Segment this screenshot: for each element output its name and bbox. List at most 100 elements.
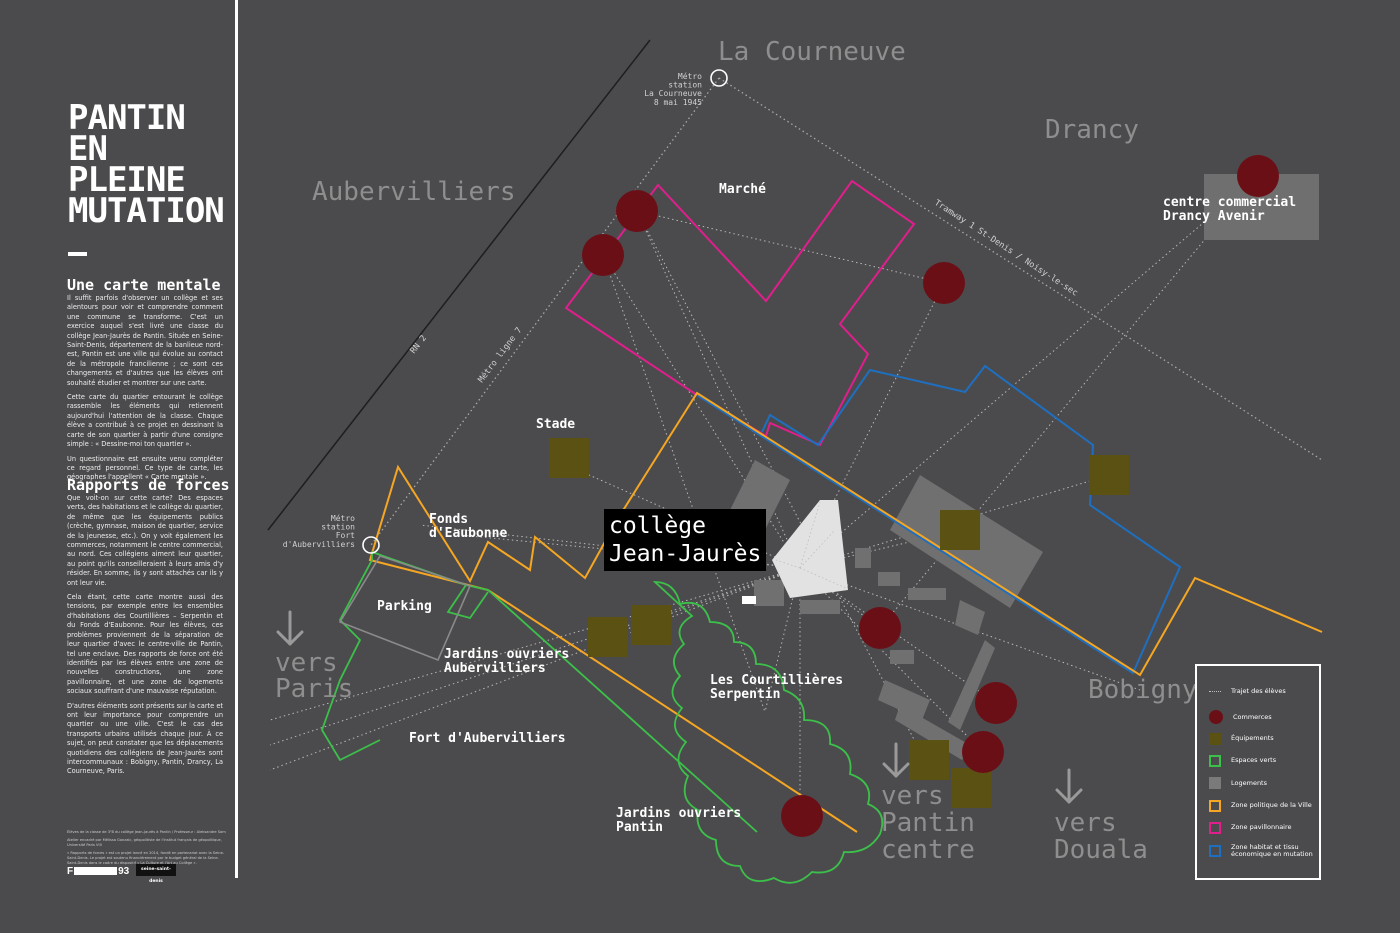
zone-politique-ville [368,391,1323,833]
arrow-down-icon [1055,768,1083,804]
legend-swatch-icon [1209,690,1221,693]
paragraph: Un questionnaire est ensuite venu complé… [67,454,223,482]
page-title: PANTIN EN PLEINE MUTATION [68,98,225,231]
road-label-rn2: RN 2 [408,334,428,356]
seine-saint-denis-logo: seine-saint-denis [136,864,176,884]
logement-block [908,588,946,600]
college-annex [742,596,756,604]
college-label: collège Jean-Jaurès [604,509,767,571]
legend-swatch-icon [1209,845,1221,858]
logement-block [855,548,871,568]
town-bobigny: Bobigny [1088,675,1198,705]
direction-arrows [276,610,1083,804]
logement-block [955,600,985,635]
sidebar: PANTIN EN PLEINE MUTATION Une carte ment… [0,0,237,933]
credits: Élèves de la classe de 3ᵉB du collège Je… [67,830,227,869]
commerce-circle [781,795,823,837]
legend-item: Équipements [1209,732,1274,745]
legend-swatch-icon [1209,710,1223,725]
section-body-carte-mentale: Il suffit parfois d'observer un collège … [67,294,223,488]
credit-line: « Rapports de forces » est un projet lan… [67,851,225,865]
tramway-line [718,77,1323,461]
zone-mutation [696,364,1182,675]
paragraph: Il suffit parfois d'observer un collège … [67,294,223,387]
legend-item: Trajet des élèves [1209,688,1286,695]
commerce-circle [582,234,624,276]
legend-label: Équipements [1231,734,1274,743]
parking-area [338,555,472,662]
metro-line-7 [370,77,720,546]
equipement-square [951,768,991,808]
equipement-square [940,510,980,550]
logement-block [895,705,970,760]
place-fort-aubervilliers: Fort d'Aubervilliers [409,731,566,746]
equipement-square [549,438,589,478]
legend-label: Trajet des élèves [1231,687,1286,695]
town-aubervilliers: Aubervilliers [312,177,516,207]
legend-item: Zone politique de la Ville [1209,799,1312,812]
legend-label: Zone habitat et tissu économique en muta… [1231,843,1313,859]
legend-item: Logements [1209,777,1267,790]
legend-label: Zone politique de la Ville [1231,801,1312,809]
legend-item: Zone pavillonnaire [1209,821,1292,834]
commerce-circle [975,682,1017,724]
legend-swatch-icon [1209,732,1221,745]
legend-label: Espaces verts [1231,756,1277,765]
metro-station-fort-aubervilliers [362,536,380,554]
legend-swatch-icon [1209,754,1221,767]
paragraph: Que voit-on sur cette carte? Des espaces… [67,494,223,587]
town-drancy: Drancy [1045,115,1139,145]
section-heading-carte-mentale: Une carte mentale [67,276,221,294]
legend-item: Commerces [1209,710,1272,725]
rn2-line [267,39,651,531]
equipement-square [909,740,949,780]
logement-block [878,572,900,586]
paragraph: Cela étant, cette carte montre aussi des… [67,593,223,696]
credit-line: Atelier encadré par Mélissa Gonzaic, géo… [67,838,222,847]
arrow-down-icon [276,610,304,646]
paragraph: Cette carte du quartier entourant le col… [67,393,223,449]
title-dash [68,252,87,256]
legend-label: Zone pavillonnaire [1231,823,1292,832]
commerce-circle [616,190,658,232]
equipement-square [1089,455,1129,495]
logement-block [878,680,930,720]
equipements [549,438,1129,808]
commerce-circle [859,607,901,649]
commerce-circle [923,262,965,304]
place-parking: Parking [377,599,432,614]
road-label-metro7: Métro ligne 7 [476,325,525,385]
college-rays [775,501,847,589]
college-building [772,500,848,598]
legend-swatch-icon [1209,777,1221,790]
paragraph: D'autres éléments sont présents sur la c… [67,701,223,776]
credit-line: Élèves de la classe de 3ᵉB du collège Je… [67,830,226,834]
commerce-circle [1237,155,1279,197]
place-marche: Marché [719,182,766,197]
logement-block [890,650,914,664]
equipement-square [631,605,671,645]
legend-label: Commerces [1233,712,1272,721]
metro-station-la-courneuve [710,69,728,87]
legend-item: Espaces verts [1209,754,1277,767]
legend-label: Logements [1231,778,1267,787]
transport-lines [267,39,651,531]
town-la-courneuve: La Courneuve [718,37,906,67]
logement-block [754,580,784,606]
sidebar-divider [235,0,238,878]
commerces [582,155,1279,837]
logement-block [800,600,840,614]
commerce-circle [962,731,1004,773]
